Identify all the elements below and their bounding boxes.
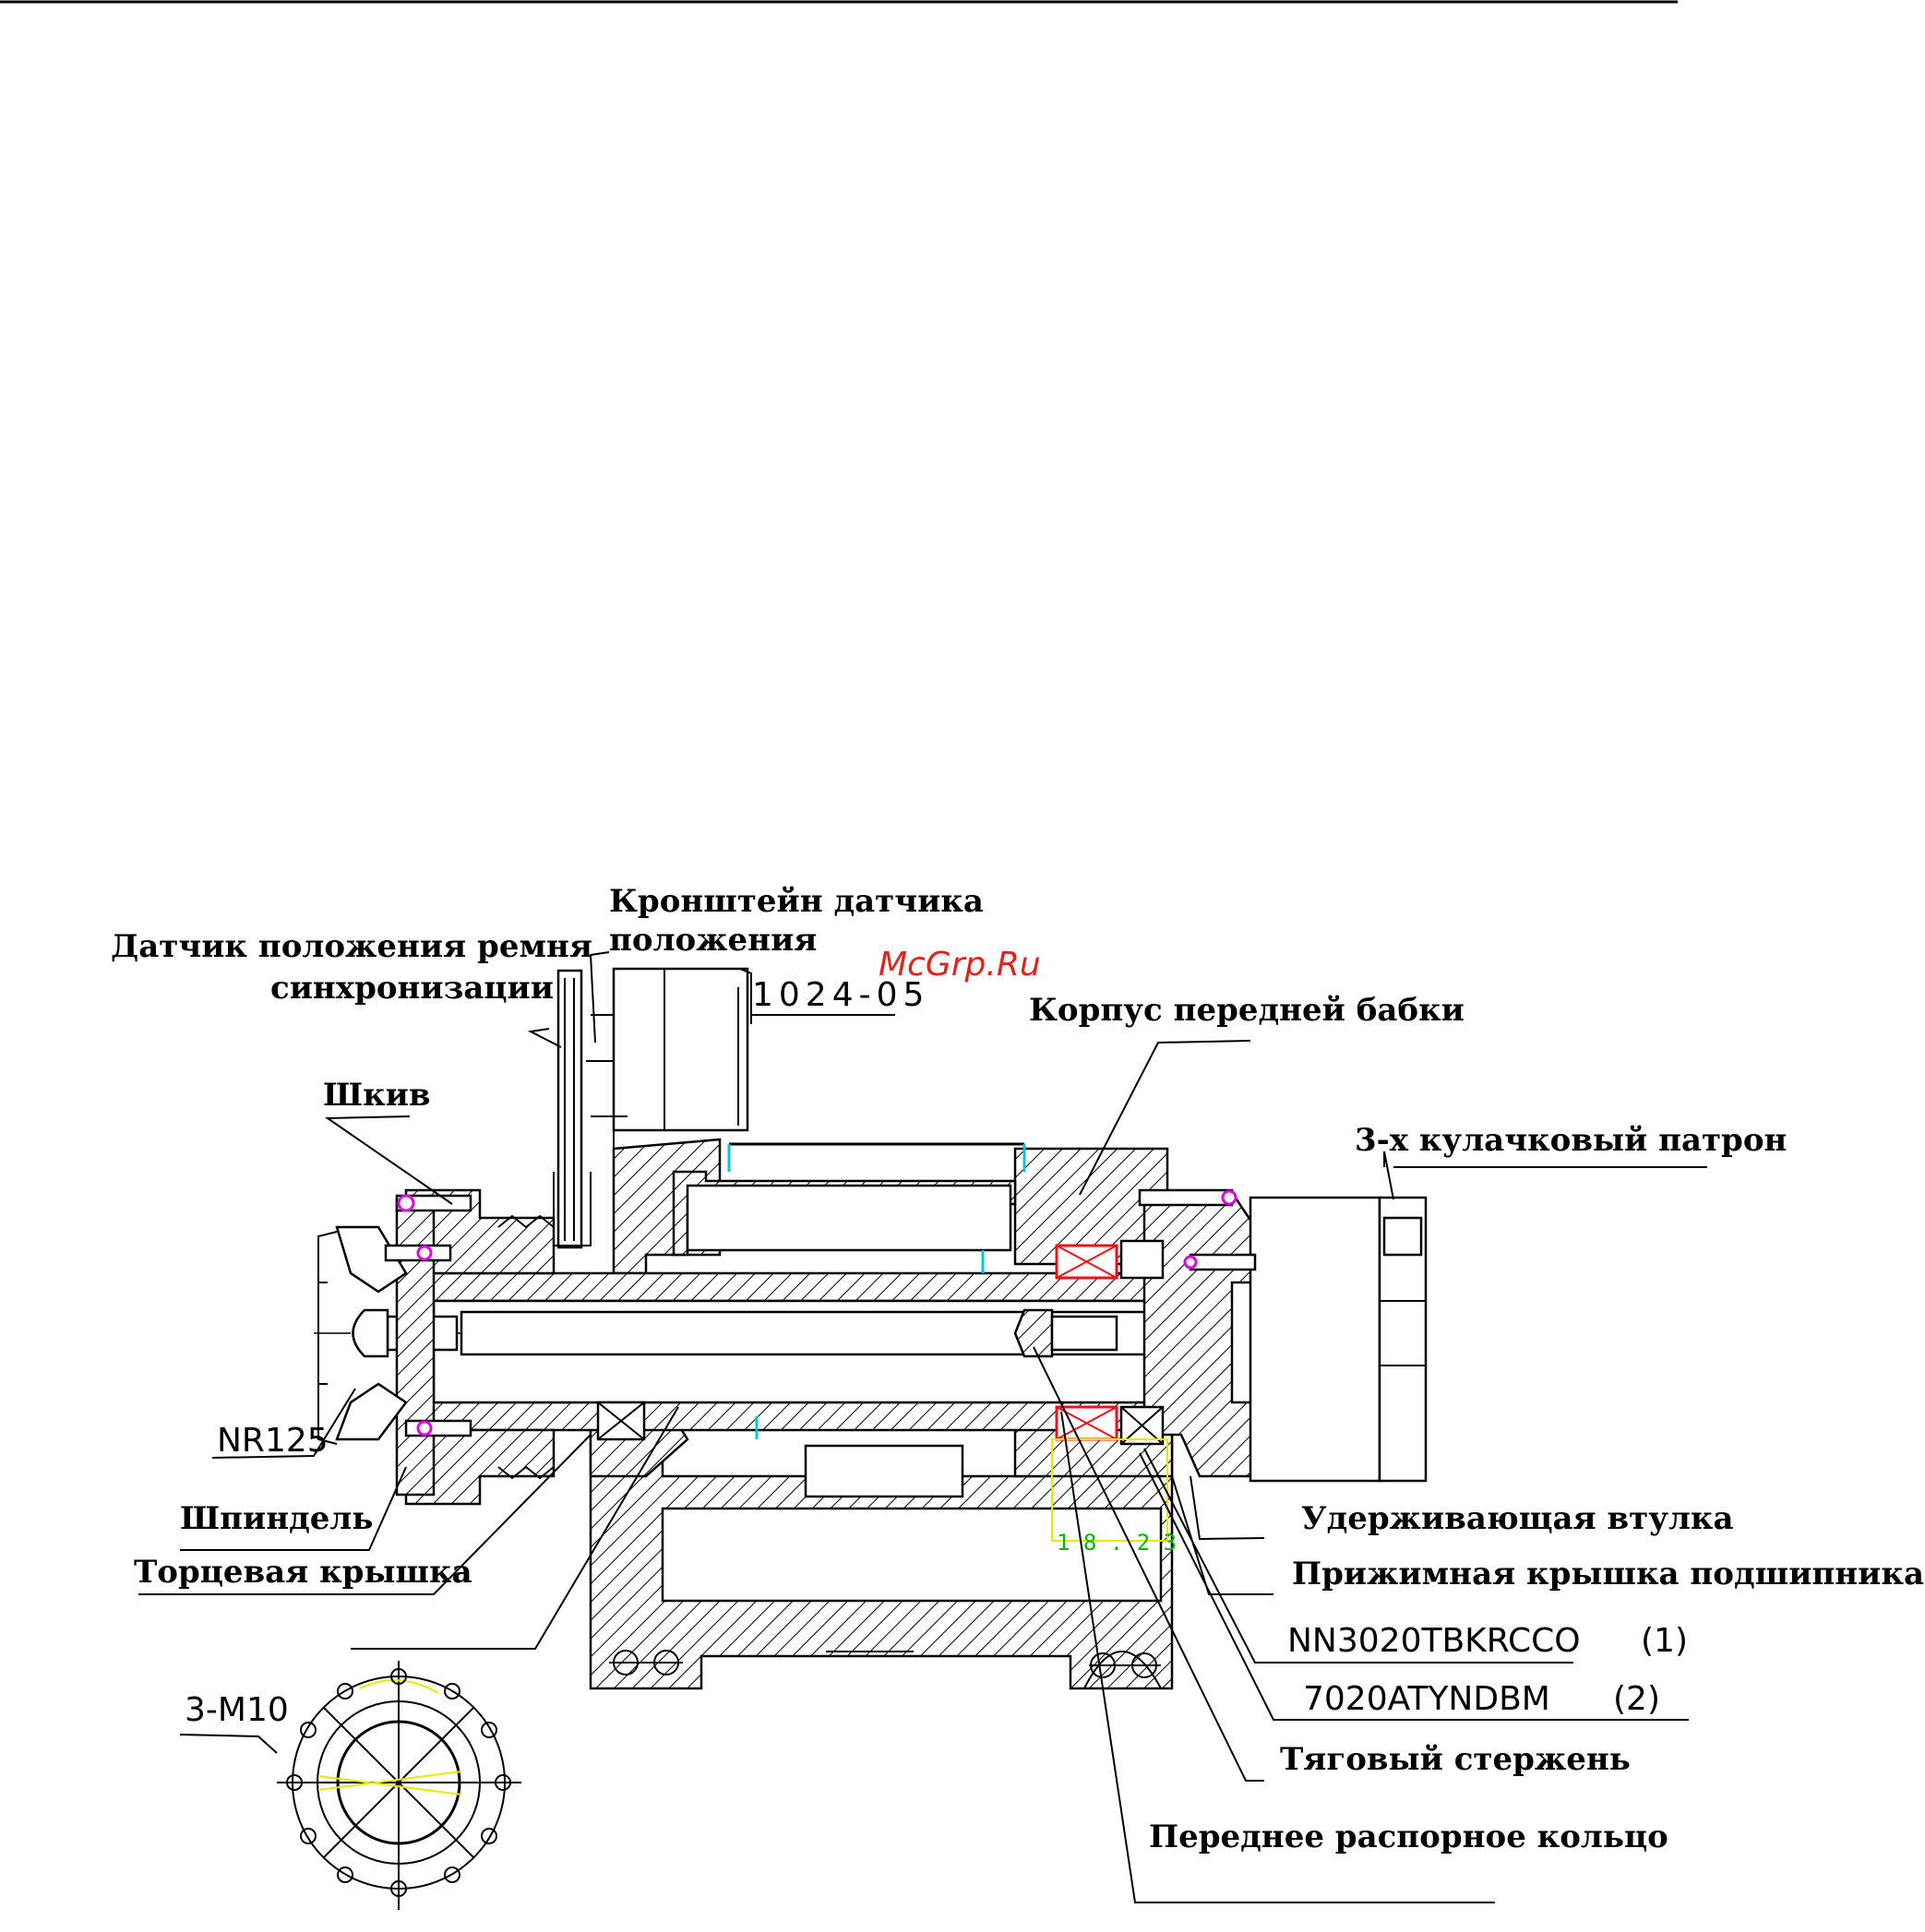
- mount-bolt-right: [1083, 1651, 1162, 1689]
- label-draw-bar: Тяговый стержень: [1280, 1741, 1631, 1778]
- front-bearing-lower: [1055, 1405, 1165, 1446]
- rear-bearing: [596, 1401, 646, 1441]
- sensor-bracket: [586, 967, 749, 1172]
- nut-screws: [384, 1144, 1257, 1439]
- mount-bolt-left: [609, 1650, 683, 1676]
- leader-lines: [138, 951, 1707, 1903]
- label-bracket-line2: положения: [609, 922, 817, 959]
- label-pulley: Шкив: [323, 1077, 431, 1114]
- bolt-circle-view: [277, 1661, 521, 1910]
- label-chuck: 3-х кулачковый патрон: [1355, 1122, 1787, 1159]
- label-housing: Корпус передней бабки: [1029, 992, 1465, 1029]
- bearing-dimension-marks: 1 8 . 2 3: [1051, 1438, 1177, 1556]
- label-sensor-line1: Датчик положения ремня: [111, 928, 592, 965]
- draw-bar: [386, 1308, 1202, 1358]
- end-cover: [317, 1198, 436, 1497]
- label-spindle: Шпиндель: [180, 1500, 373, 1537]
- label-bearing-cover: Прижимная крышка подшипника: [1292, 1556, 1924, 1592]
- front-bearing-upper: [1055, 1239, 1165, 1280]
- label-sensor-line2: синхронизации: [270, 970, 554, 1007]
- label-end-cover: Торцевая крышка: [134, 1554, 472, 1591]
- label-bearing1: NN3020TBKRCCO: [1287, 1622, 1581, 1660]
- svg-text:1 8 . 2 3: 1 8 . 2 3: [1057, 1530, 1177, 1556]
- label-bracket-line1: Кронштейн датчика: [609, 883, 984, 920]
- label-retaining-sleeve: Удерживающая втулка: [1301, 1500, 1734, 1537]
- label-drawing-code: 1024-05: [752, 976, 929, 1014]
- label-bearing2: 7020ATYNDBM: [1303, 1680, 1550, 1718]
- label-bearing2-num: (2): [1613, 1680, 1660, 1718]
- label-nut: NR125: [217, 1422, 329, 1460]
- label-spacer-ring: Переднее распорное кольцо: [1149, 1819, 1668, 1855]
- label-bearing1-num: (1): [1641, 1622, 1688, 1660]
- watermark: McGrp.Ru: [879, 946, 1041, 984]
- base-pedestal: [589, 1410, 1174, 1690]
- position-sensor: [553, 969, 592, 1249]
- three-jaw-chuck: [1142, 1196, 1428, 1483]
- label-bolts: 3-M10: [185, 1691, 289, 1729]
